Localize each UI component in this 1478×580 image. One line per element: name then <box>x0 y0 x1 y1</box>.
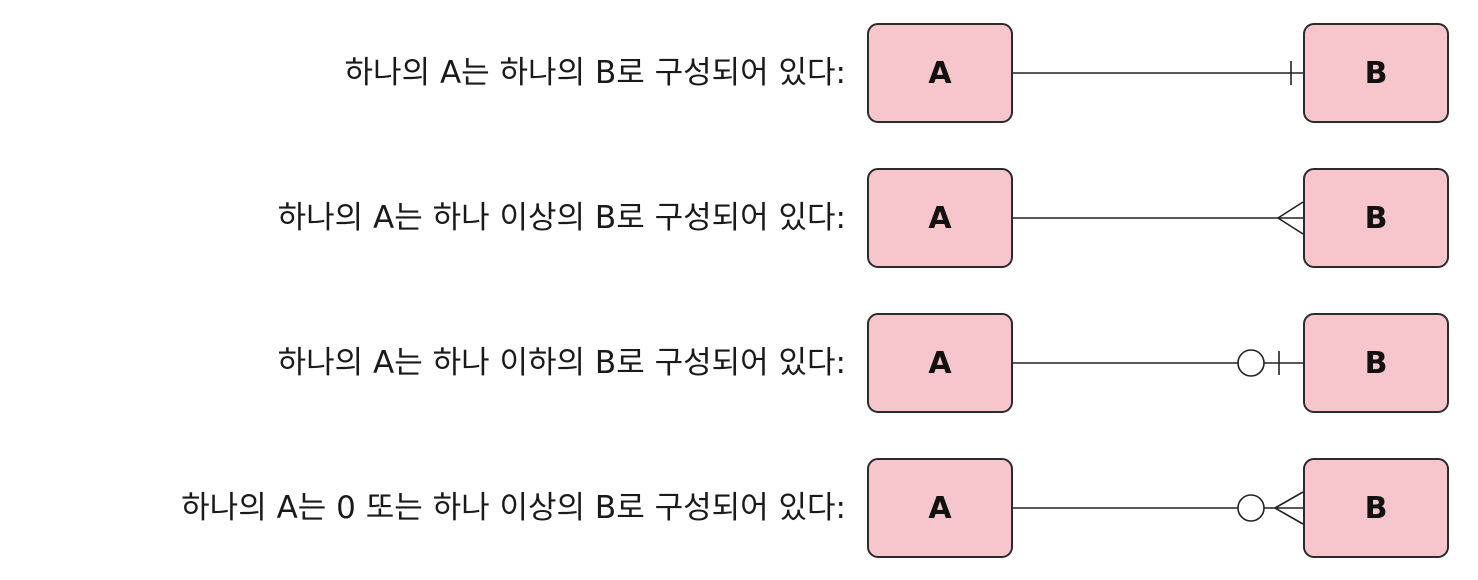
crowfoot-upper-icon <box>1277 201 1304 219</box>
entity-a-label: A <box>928 55 952 91</box>
entity-b-box: B <box>1303 23 1449 123</box>
relationship-line-zero-or-many <box>1013 491 1304 525</box>
crowfoot-lower-icon <box>1277 217 1304 235</box>
row-label: 하나의 A는 0 또는 하나 이상의 B로 구성되어 있다: <box>181 490 846 526</box>
row-label: 하나의 A는 하나의 B로 구성되어 있다: <box>344 55 846 91</box>
entity-b-label: B <box>1364 55 1388 91</box>
entity-b-label: B <box>1364 490 1388 526</box>
relationship-line-exactly-one <box>1013 61 1303 85</box>
entity-a-label: A <box>928 345 952 381</box>
row-zero-or-many: 하나의 A는 0 또는 하나 이상의 B로 구성되어 있다: A B <box>0 453 1478 563</box>
entity-b-box: B <box>1303 313 1449 413</box>
entity-a-box: A <box>867 313 1013 413</box>
entity-b-box: B <box>1303 168 1449 268</box>
relationship-line-zero-or-one <box>1013 349 1303 377</box>
entity-b-label: B <box>1364 200 1388 236</box>
row-exactly-one: 하나의 A는 하나의 B로 구성되어 있다: A B <box>0 18 1478 128</box>
row-one-or-many: 하나의 A는 하나 이상의 B로 구성되어 있다: A B <box>0 163 1478 273</box>
entity-b-label: B <box>1364 345 1388 381</box>
entity-a-box: A <box>867 168 1013 268</box>
relationship-line-one-or-many <box>1013 201 1304 235</box>
row-label: 하나의 A는 하나 이상의 B로 구성되어 있다: <box>277 200 846 236</box>
crowfoot-upper-icon <box>1274 491 1304 509</box>
entity-a-box: A <box>867 23 1013 123</box>
entity-a-label: A <box>928 490 952 526</box>
zero-circle-icon <box>1237 349 1265 377</box>
row-zero-or-one: 하나의 A는 하나 이하의 B로 구성되어 있다: A B <box>0 308 1478 418</box>
row-label: 하나의 A는 하나 이하의 B로 구성되어 있다: <box>277 345 846 381</box>
zero-circle-icon <box>1237 494 1265 522</box>
entity-b-box: B <box>1303 458 1449 558</box>
entity-a-box: A <box>867 458 1013 558</box>
entity-a-label: A <box>928 200 952 236</box>
crowfoot-lower-icon <box>1274 507 1304 525</box>
